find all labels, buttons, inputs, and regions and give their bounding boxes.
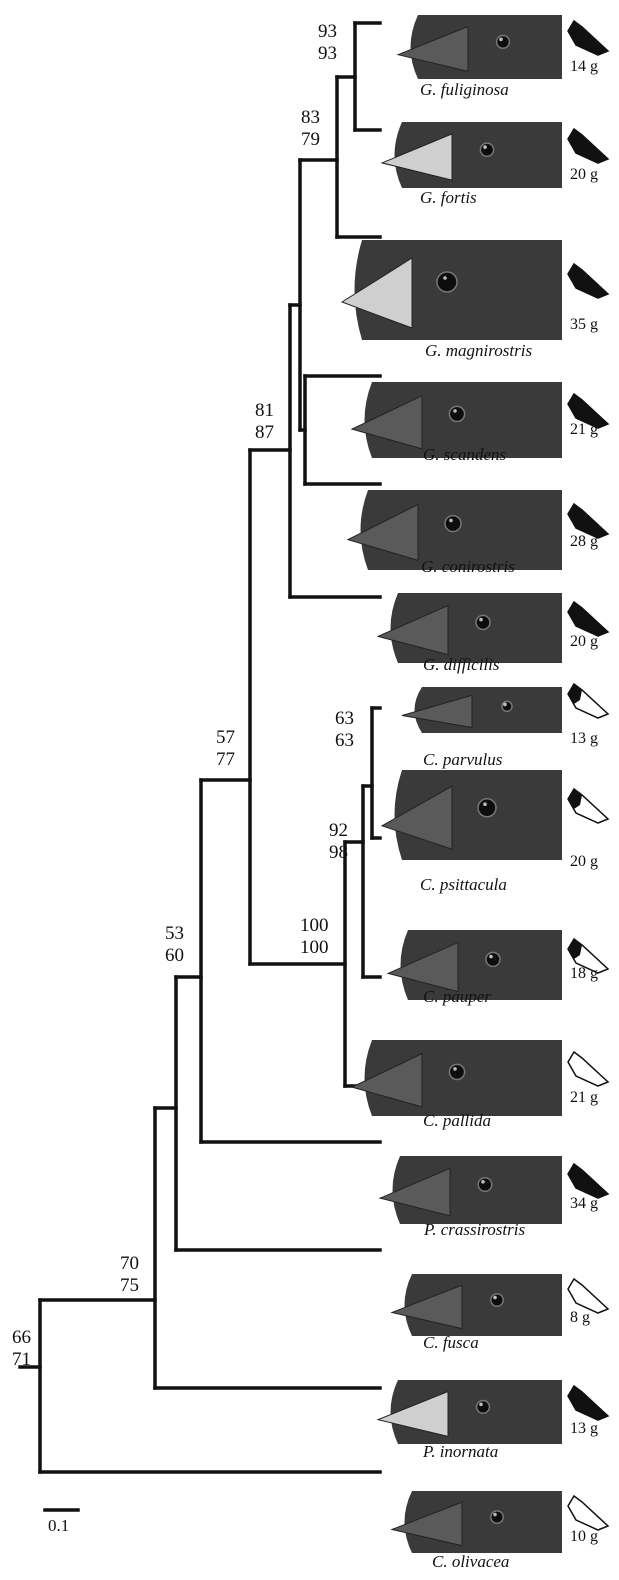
- support-value: 7075: [120, 1253, 139, 1297]
- finch-head-image: [382, 122, 562, 188]
- body-mass-label: 34 g: [570, 1195, 598, 1213]
- body-mass-label: 28 g: [570, 533, 598, 551]
- finch-head-image: [402, 687, 562, 733]
- finch-head-image: [352, 1040, 562, 1116]
- body-mass-label: 13 g: [570, 1420, 598, 1438]
- body-mass-label: 21 g: [570, 1089, 598, 1107]
- finch-head-image: [378, 593, 562, 663]
- taxon-label: G. difficilis: [423, 655, 500, 675]
- plumage-icon: [568, 684, 608, 718]
- plumage-icon: [568, 1386, 608, 1420]
- taxon-label: C. fusca: [423, 1333, 479, 1353]
- support-value: 6671: [12, 1327, 31, 1371]
- taxon-label: G. fuliginosa: [420, 80, 509, 100]
- plumage-icon: [568, 1496, 608, 1530]
- body-mass-label: 14 g: [570, 58, 598, 76]
- support-value: 8379: [301, 107, 320, 151]
- taxon-label: G. scandens: [423, 445, 506, 465]
- body-mass-label: 20 g: [570, 166, 598, 184]
- support-value: 100100: [300, 915, 329, 959]
- finch-head-image: [392, 1491, 562, 1553]
- taxon-label: G. conirostris: [421, 557, 515, 577]
- plumage-icon: [568, 1052, 608, 1086]
- taxon-label: P. crassirostris: [424, 1220, 525, 1240]
- support-value: 6363: [335, 708, 354, 752]
- body-mass-label: 10 g: [570, 1528, 598, 1546]
- finch-head-image: [392, 1274, 562, 1336]
- plumage-icon: [568, 1279, 608, 1313]
- taxon-label: P. inornata: [423, 1442, 498, 1462]
- support-value: 5777: [216, 727, 235, 771]
- body-mass-label: 20 g: [570, 633, 598, 651]
- finch-head-image: [380, 1156, 562, 1224]
- tree-branches: [20, 23, 380, 1510]
- plumage-icon: [568, 789, 608, 823]
- taxon-label: C. olivacea: [432, 1552, 509, 1572]
- finch-head-image: [342, 240, 562, 340]
- body-mass-label: 35 g: [570, 316, 598, 334]
- finch-head-image: [382, 770, 562, 860]
- plumage-icons: [568, 21, 608, 1530]
- body-mass-label: 20 g: [570, 853, 598, 871]
- taxon-label: C. psittacula: [420, 875, 507, 895]
- scale-bar-label: 0.1: [48, 1516, 69, 1536]
- body-mass-label: 13 g: [570, 730, 598, 748]
- finch-head-image: [398, 15, 562, 79]
- body-mass-label: 18 g: [570, 965, 598, 983]
- taxon-label: G. magnirostris: [425, 341, 532, 361]
- support-value: 9393: [318, 21, 337, 65]
- support-value: 8187: [255, 400, 274, 444]
- taxon-label: C. parvulus: [423, 750, 502, 770]
- taxon-label: C. pauper: [423, 987, 491, 1007]
- taxon-label: G. fortis: [420, 188, 477, 208]
- finch-head-image: [378, 1380, 562, 1444]
- taxon-label: C. pallida: [423, 1111, 491, 1131]
- plumage-icon: [568, 264, 608, 298]
- body-mass-label: 8 g: [570, 1309, 590, 1327]
- plumage-icon: [568, 129, 608, 163]
- body-mass-label: 21 g: [570, 421, 598, 439]
- plumage-icon: [568, 1164, 608, 1198]
- support-value: 5360: [165, 923, 184, 967]
- plumage-icon: [568, 21, 608, 55]
- bird-head-illustrations: [342, 15, 562, 1553]
- support-value: 9298: [329, 820, 348, 864]
- plumage-icon: [568, 602, 608, 636]
